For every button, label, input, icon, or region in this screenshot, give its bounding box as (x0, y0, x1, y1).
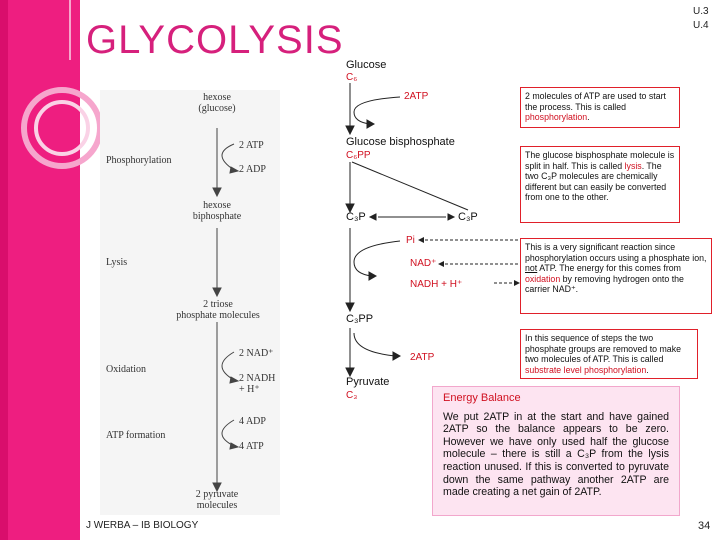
nadh-out-label: 2 NADH + H⁺ (239, 373, 276, 395)
energy-balance-text: We put 2ATP in at the start and have gai… (443, 410, 669, 499)
adp-in-label: 4 ADP (239, 416, 266, 427)
stage-phosphorylation: Phosphorylation (106, 155, 172, 166)
left-pathway-figure: hexose (glucose) 2 ATP 2 ADP hexose biph… (100, 90, 280, 515)
note-substrate-end: . (646, 364, 649, 375)
pi-label: Pi (406, 235, 415, 246)
note-lysis: The glucose bisphosphate molecule is spl… (520, 146, 680, 223)
slide-title: GLYCOLYSIS (86, 18, 344, 62)
note-substrate-term: substrate level phosphorylation (525, 364, 647, 375)
c6pp-label: C₆PP (346, 150, 371, 161)
note-oxidation-end: by removing hydrogen onto the carrier NA… (525, 273, 684, 295)
pyruvate-label: Pyruvate (346, 376, 390, 388)
energy-balance-title: Energy Balance (443, 392, 521, 404)
footer-credit: J WERBA – IB BIOLOGY (86, 520, 199, 531)
c6-label: C₆ (346, 72, 358, 83)
hexose-biphosphate-label: hexose biphosphate (192, 200, 242, 222)
glucose-label: Glucose (346, 59, 387, 71)
adp-out-label: 2 ADP (239, 164, 266, 175)
note-substrate-text: In this sequence of steps the two phosph… (525, 333, 681, 365)
nad-in-label: 2 NAD⁺ (239, 348, 274, 359)
unit-code-1: U.3 (693, 6, 709, 17)
triose-phosphate-label: 2 triose phosphate molecules (176, 299, 260, 321)
atp-output-label: 2ATP (410, 352, 435, 363)
atp-input-label: 2ATP (404, 91, 429, 102)
page-number: 34 (698, 520, 711, 532)
atp-in-label: 2 ATP (239, 140, 264, 151)
atp-out-label: 4 ATP (239, 441, 264, 452)
pyruvate-molecules-label: 2 pyruvate molecules (195, 489, 239, 511)
stage-lysis: Lysis (106, 257, 128, 268)
hexose-label: hexose (glucose) (198, 92, 236, 114)
note-oxidation-term: oxidation (525, 273, 561, 284)
note-phosphorylation-text: 2 molecules of ATP are used to start the… (525, 91, 666, 112)
note-oxidation: This is a very significant reaction sinc… (520, 238, 712, 314)
c3p-left-label: C₃P (346, 211, 366, 223)
glucose-bisphosphate-label: Glucose bisphosphate (346, 136, 455, 148)
c3p-right-label: C₃P (458, 211, 478, 223)
stage-atp-formation: ATP formation (106, 430, 166, 441)
unit-code-2: U.4 (693, 20, 709, 31)
side-accent-stripe (0, 0, 8, 540)
c3-label: C₃ (346, 390, 358, 401)
nadh-label: NADH + H⁺ (410, 279, 463, 290)
note-lysis-text: The glucose bisphosphate molecule is spl… (525, 150, 675, 171)
note-phosphorylation-term: phosphorylation (525, 112, 588, 123)
note-oxidation-not: not (525, 263, 538, 274)
stage-oxidation: Oxidation (106, 364, 146, 375)
note-phosphorylation-end: . (587, 112, 590, 123)
left-pathway-arrows (212, 128, 240, 493)
nad-label: NAD⁺ (410, 258, 437, 269)
note-oxidation-mid: ATP. The energy for this comes from (537, 263, 681, 274)
c3pp-label: C₃PP (346, 313, 374, 325)
energy-balance-box: Energy Balance We put 2ATP in at the sta… (432, 386, 680, 516)
note-lysis-end: . The two C₃P molecules are chemically d… (525, 160, 667, 203)
note-phosphorylation: 2 molecules of ATP are used to start the… (520, 87, 680, 128)
note-lysis-term: lysis (624, 160, 642, 171)
note-substrate-level: In this sequence of steps the two phosph… (520, 329, 698, 379)
note-oxidation-text: This is a very significant reaction sinc… (525, 242, 707, 263)
